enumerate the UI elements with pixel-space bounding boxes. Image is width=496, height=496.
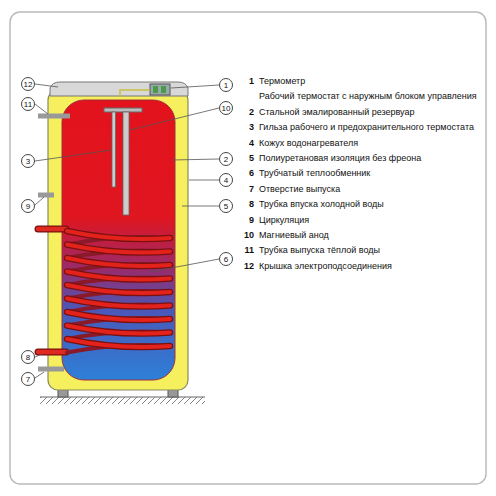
coil-turn xyxy=(38,226,66,233)
leader-line xyxy=(35,197,44,205)
frame xyxy=(10,12,486,484)
leader-line xyxy=(35,104,48,114)
callout-number: 9 xyxy=(21,199,35,213)
leader-line xyxy=(130,108,219,130)
item-text: Трубчатый теплообменник xyxy=(259,168,370,178)
callout-number: 6 xyxy=(219,252,233,266)
coil-turn xyxy=(67,272,170,280)
control-knob xyxy=(153,86,158,93)
coil-turn xyxy=(67,299,170,307)
tank xyxy=(62,100,175,380)
wire xyxy=(120,90,150,96)
item-number: 2 xyxy=(240,107,254,117)
item-text: Кожух водонагревателя xyxy=(259,138,358,148)
casing xyxy=(48,90,188,390)
callout-number: 1 xyxy=(219,78,233,92)
callout-number: 7 xyxy=(21,372,35,386)
item-text: Полиуретановая изоляция без фреона xyxy=(259,153,421,163)
item-number: 1 xyxy=(240,76,254,86)
item-number: 9 xyxy=(240,215,254,225)
coil-turn xyxy=(67,245,170,253)
item-text: Трубка впуска холодной воды xyxy=(259,199,384,209)
coil-turn xyxy=(67,299,170,307)
item-number: 8 xyxy=(240,199,254,209)
coil-turn xyxy=(67,272,170,280)
item-text: Отверстие выпуска xyxy=(259,184,340,194)
leader-line xyxy=(35,354,42,357)
heat-exchanger-coil xyxy=(38,229,170,353)
coil-turn xyxy=(67,339,170,347)
callout-number: 10 xyxy=(219,101,233,115)
item-text: Рабочий термостат с наружным блоком упра… xyxy=(259,91,477,101)
circulation-pipe xyxy=(38,193,54,198)
item-text: Стальной эмалированный резервуар xyxy=(259,107,415,117)
flange xyxy=(104,108,142,112)
leader-line xyxy=(171,85,219,88)
coil-turn xyxy=(67,339,170,347)
coil-turn xyxy=(38,227,66,232)
item-text: Термометр xyxy=(259,76,305,86)
leader-line xyxy=(150,259,219,272)
item-text: Магниевый анод xyxy=(259,230,329,240)
coil-turn xyxy=(67,326,170,334)
leader-line xyxy=(182,206,219,207)
outlet-pipe xyxy=(38,367,64,372)
coil-turn xyxy=(67,258,170,266)
coil-turn xyxy=(67,258,170,266)
item-number: 3 xyxy=(240,122,254,132)
coil-turn xyxy=(67,231,170,239)
callout-number: 8 xyxy=(21,350,35,364)
coil-turn xyxy=(38,349,66,356)
item-number: 10 xyxy=(240,230,254,240)
control-knob xyxy=(161,86,166,93)
leader-lines xyxy=(35,84,219,378)
coil-turn xyxy=(67,312,170,320)
coil-turn xyxy=(67,326,170,334)
item-number: 12 xyxy=(240,261,254,271)
callout-number: 5 xyxy=(219,199,233,213)
callout-number: 4 xyxy=(219,173,233,187)
control-box xyxy=(150,84,170,95)
callout-number: 3 xyxy=(21,154,35,168)
leader-line xyxy=(35,84,58,87)
hot-water-pipe xyxy=(38,114,70,119)
leader-line xyxy=(35,372,44,378)
thermostat-sleeve xyxy=(112,112,116,187)
coil-turn xyxy=(67,231,170,239)
item-number: 6 xyxy=(240,168,254,178)
callout-number: 11 xyxy=(21,97,35,111)
leader-line xyxy=(172,159,219,160)
item-text: Циркуляция xyxy=(259,215,309,225)
coil-turn xyxy=(67,245,170,253)
top-cover xyxy=(50,82,188,96)
callout-number: 2 xyxy=(219,152,233,166)
magnesium-anode xyxy=(123,112,129,215)
coil-turn xyxy=(38,350,66,355)
coil-turn xyxy=(67,285,170,293)
item-text: Крышка электроподсоединения xyxy=(259,261,392,271)
leader-line xyxy=(35,150,111,161)
item-number: 5 xyxy=(240,153,254,163)
ground-hatch xyxy=(40,397,205,404)
item-number: 4 xyxy=(240,138,254,148)
coil-turn xyxy=(67,285,170,293)
item-text: Трубка выпуска тёплой воды xyxy=(259,245,380,255)
leader-line xyxy=(189,180,219,181)
callout-number: 12 xyxy=(21,77,35,91)
item-number: 7 xyxy=(240,184,254,194)
item-text: Гильза рабочего и предохранительного тер… xyxy=(259,122,474,132)
item-number: 11 xyxy=(240,245,254,255)
coil-turn xyxy=(67,312,170,320)
